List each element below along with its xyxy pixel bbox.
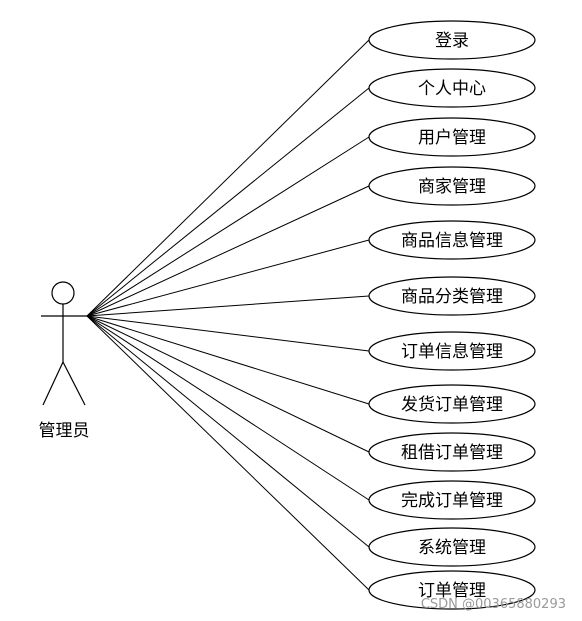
use-case-ellipse [368, 68, 536, 108]
use-case: 租借订单管理 [368, 432, 536, 472]
use-case-label: 商品信息管理 [401, 231, 503, 251]
association-line [86, 295, 370, 317]
association-line [86, 87, 370, 317]
watermark: CSDN @00365880293 [421, 597, 566, 612]
association-line [86, 315, 370, 453]
use-case-ellipse [368, 570, 536, 610]
association-line [86, 39, 370, 317]
association-line [86, 315, 370, 405]
use-case-label: 商家管理 [418, 177, 486, 197]
association-line [86, 315, 370, 591]
use-case: 登录 [368, 20, 536, 60]
use-case: 用户管理 [368, 117, 536, 157]
use-case: 个人中心 [368, 68, 536, 108]
use-case: 商品分类管理 [368, 276, 536, 316]
actor-figure: 管理员 [39, 281, 90, 441]
use-case-label: 用户管理 [418, 128, 486, 148]
association-line [86, 315, 370, 501]
use-case: 订单信息管理 [368, 331, 536, 371]
use-case-label: 商品分类管理 [401, 287, 503, 307]
use-case-label: 订单信息管理 [401, 342, 503, 362]
use-case-ellipse [368, 220, 536, 260]
use-case-label: 系统管理 [418, 538, 486, 558]
use-case: 商品信息管理 [368, 220, 536, 260]
use-case-label: 个人中心 [418, 79, 486, 99]
use-case-label: 完成订单管理 [401, 491, 503, 511]
actor-label: 管理员 [39, 421, 90, 441]
use-case-ellipse [368, 384, 536, 424]
use-case: 发货订单管理 [368, 384, 536, 424]
use-case-ellipse [368, 166, 536, 206]
use-case-ellipse [368, 20, 536, 60]
association-line [86, 239, 370, 317]
use-case: 商家管理 [368, 166, 536, 206]
association-line [86, 185, 370, 317]
actor-left-leg [42, 361, 64, 406]
use-case-ellipse [368, 527, 536, 567]
use-case-ellipse [368, 117, 536, 157]
association-line [86, 315, 370, 352]
association-line [86, 136, 370, 317]
association-line [86, 315, 370, 548]
use-case-label: 发货订单管理 [401, 395, 503, 415]
use-case-label: 订单管理 [418, 581, 486, 601]
use-case-ellipse [368, 276, 536, 316]
use-case: 系统管理 [368, 527, 536, 567]
use-case: 完成订单管理 [368, 480, 536, 520]
use-case-ellipse [368, 432, 536, 472]
use-cases: 登录个人中心用户管理商家管理商品信息管理商品分类管理订单信息管理发货订单管理租借… [368, 20, 536, 610]
use-case-label: 租借订单管理 [401, 443, 503, 463]
use-case-label: 登录 [435, 31, 469, 51]
use-case: 订单管理 [368, 570, 536, 610]
actor-head [51, 281, 75, 305]
use-case-ellipse [368, 331, 536, 371]
association-lines [86, 39, 370, 591]
actor-right-leg [62, 361, 86, 406]
use-case-ellipse [368, 480, 536, 520]
